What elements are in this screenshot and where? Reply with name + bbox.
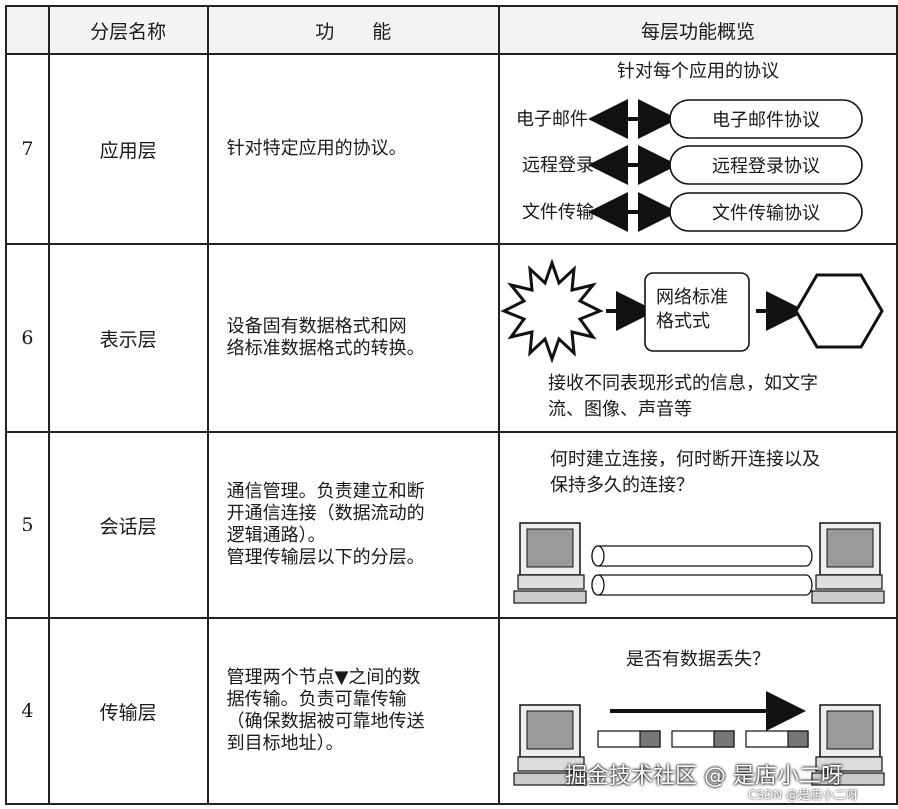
layer-overview: 何时建立连接，何时断开连接以及 保持多久的连接？ — [497, 431, 898, 619]
protocol-box — [669, 145, 863, 185]
protocol-label: 文件传输协议 — [712, 203, 820, 224]
desc-line: （确保数据被可靠地传送 — [226, 711, 425, 732]
session-diagram: 何时建立连接，何时断开连接以及 保持多久的连接？ — [513, 449, 885, 604]
osi-layer-table: 分层名称 功 能 每层功能概览 7 应用层 针对特定应用的协议。 针对每个应用的… — [5, 5, 898, 805]
desc-line: 针对特定应用的协议。 — [226, 138, 407, 159]
layer-number: 6 — [5, 243, 50, 433]
protocol-box — [669, 99, 863, 139]
layer-name: 应用层 — [47, 53, 209, 245]
standard-format-box — [644, 272, 750, 352]
desc-line: 管理两个节点▼之间的数 — [226, 667, 421, 688]
desc-line: 络标准数据格式的转换。 — [226, 338, 425, 359]
overview-caption-line2: 流、图像、声音等 — [548, 399, 692, 420]
hexagon-icon — [794, 273, 884, 349]
layer-overview: 针对每个应用的协议 电子邮件 电子邮件协议 远程登录 远程登录协议 文件传输 — [497, 53, 898, 245]
layer-description: 设备固有数据格式和网 络标准数据格式的转换。 — [206, 243, 500, 433]
transport-diagram: 是否有数据丢失？ — [513, 649, 885, 786]
table-row: 4 传输层 管理两个节点▼之间的数 据传输。负责可靠传输 （确保数据被可靠地传送… — [5, 617, 898, 805]
overview-title: 针对每个应用的协议 — [617, 61, 779, 82]
desc-line: 到目标地址）。 — [226, 733, 344, 754]
watermark-text: 掘金技术社区 @ 是店小二呀 — [565, 764, 843, 789]
protocol-label: 电子邮件协议 — [712, 110, 820, 131]
app-label: 文件传输 — [522, 202, 594, 223]
application-diagram: 针对每个应用的协议 电子邮件 电子邮件协议 远程登录 远程登录协议 文件传输 — [516, 61, 863, 232]
table-row: 7 应用层 针对特定应用的协议。 针对每个应用的协议 电子邮件 电子邮件协议 — [5, 53, 898, 245]
connection-pipe — [591, 574, 813, 596]
header-num — [5, 5, 50, 55]
desc-line: 通信管理。负责建立和断 — [226, 481, 425, 502]
table-header-row: 分层名称 功 能 每层功能概览 — [5, 5, 898, 55]
overview-caption-line1: 何时建立连接，何时断开连接以及 — [550, 449, 820, 470]
protocol-label: 远程登录协议 — [712, 156, 820, 177]
desc-line: 管理传输层以下的分层。 — [226, 547, 425, 568]
protocol-row: 远程登录 远程登录协议 — [522, 145, 863, 185]
protocol-row: 文件传输 文件传输协议 — [522, 192, 863, 232]
overview-caption: 是否有数据丢失？ — [626, 649, 770, 670]
table-row: 5 会话层 通信管理。负责建立和断 开通信连接（数据流动的 逻辑通路）。 管理传… — [5, 431, 898, 619]
layer-description: 针对特定应用的协议。 — [206, 53, 500, 245]
layer-number: 4 — [5, 617, 50, 805]
data-packet — [597, 730, 661, 748]
layer-name: 会话层 — [47, 431, 209, 619]
box-text-line2: 格式式 — [656, 311, 710, 332]
computer-icon — [811, 704, 885, 786]
layer-number: 5 — [5, 431, 50, 619]
starburst-icon — [500, 258, 604, 364]
presentation-diagram: 网络标准 格式式 接收不同表现形式的信息，如文字 流、图像、声音等 — [500, 258, 884, 420]
layer-name: 表示层 — [47, 243, 209, 433]
desc-line: 据传输。负责可靠传输 — [226, 689, 407, 710]
computer-icon — [513, 522, 587, 604]
data-packet — [745, 730, 809, 748]
desc-line: 逻辑通路）。 — [226, 525, 326, 546]
protocol-box — [669, 192, 863, 232]
layer-name: 传输层 — [47, 617, 209, 805]
connection-pipe — [591, 545, 813, 567]
layer-number: 7 — [5, 53, 50, 245]
computer-icon — [513, 704, 587, 786]
header-layer-name: 分层名称 — [47, 5, 209, 55]
header-overview: 每层功能概览 — [497, 5, 898, 55]
computer-icon — [811, 522, 885, 604]
app-label: 远程登录 — [522, 155, 594, 176]
data-packet — [671, 730, 735, 748]
overview-caption-line2: 保持多久的连接？ — [550, 475, 694, 496]
layer-description: 通信管理。负责建立和断 开通信连接（数据流动的 逻辑通路）。 管理传输层以下的分… — [206, 431, 500, 619]
layer-overview: 是否有数据丢失？ — [497, 617, 898, 805]
protocol-row: 电子邮件 电子邮件协议 — [516, 99, 863, 139]
desc-line: 设备固有数据格式和网 — [226, 316, 407, 337]
app-label: 电子邮件 — [516, 109, 588, 130]
layer-overview: 网络标准 格式式 接收不同表现形式的信息，如文字 流、图像、声音等 — [497, 243, 898, 433]
table-row: 6 表示层 设备固有数据格式和网 络标准数据格式的转换。 网络标准 格式式 接收 — [5, 243, 898, 433]
layer-description: 管理两个节点▼之间的数 据传输。负责可靠传输 （确保数据被可靠地传送 到目标地址… — [206, 617, 500, 805]
desc-line: 开通信连接（数据流动的 — [226, 503, 425, 524]
csdn-watermark: CSDN @是店小二呀 — [748, 788, 859, 802]
overview-caption-line1: 接收不同表现形式的信息，如文字 — [548, 373, 818, 394]
header-function: 功 能 — [206, 5, 500, 55]
box-text-line1: 网络标准 — [656, 287, 728, 308]
